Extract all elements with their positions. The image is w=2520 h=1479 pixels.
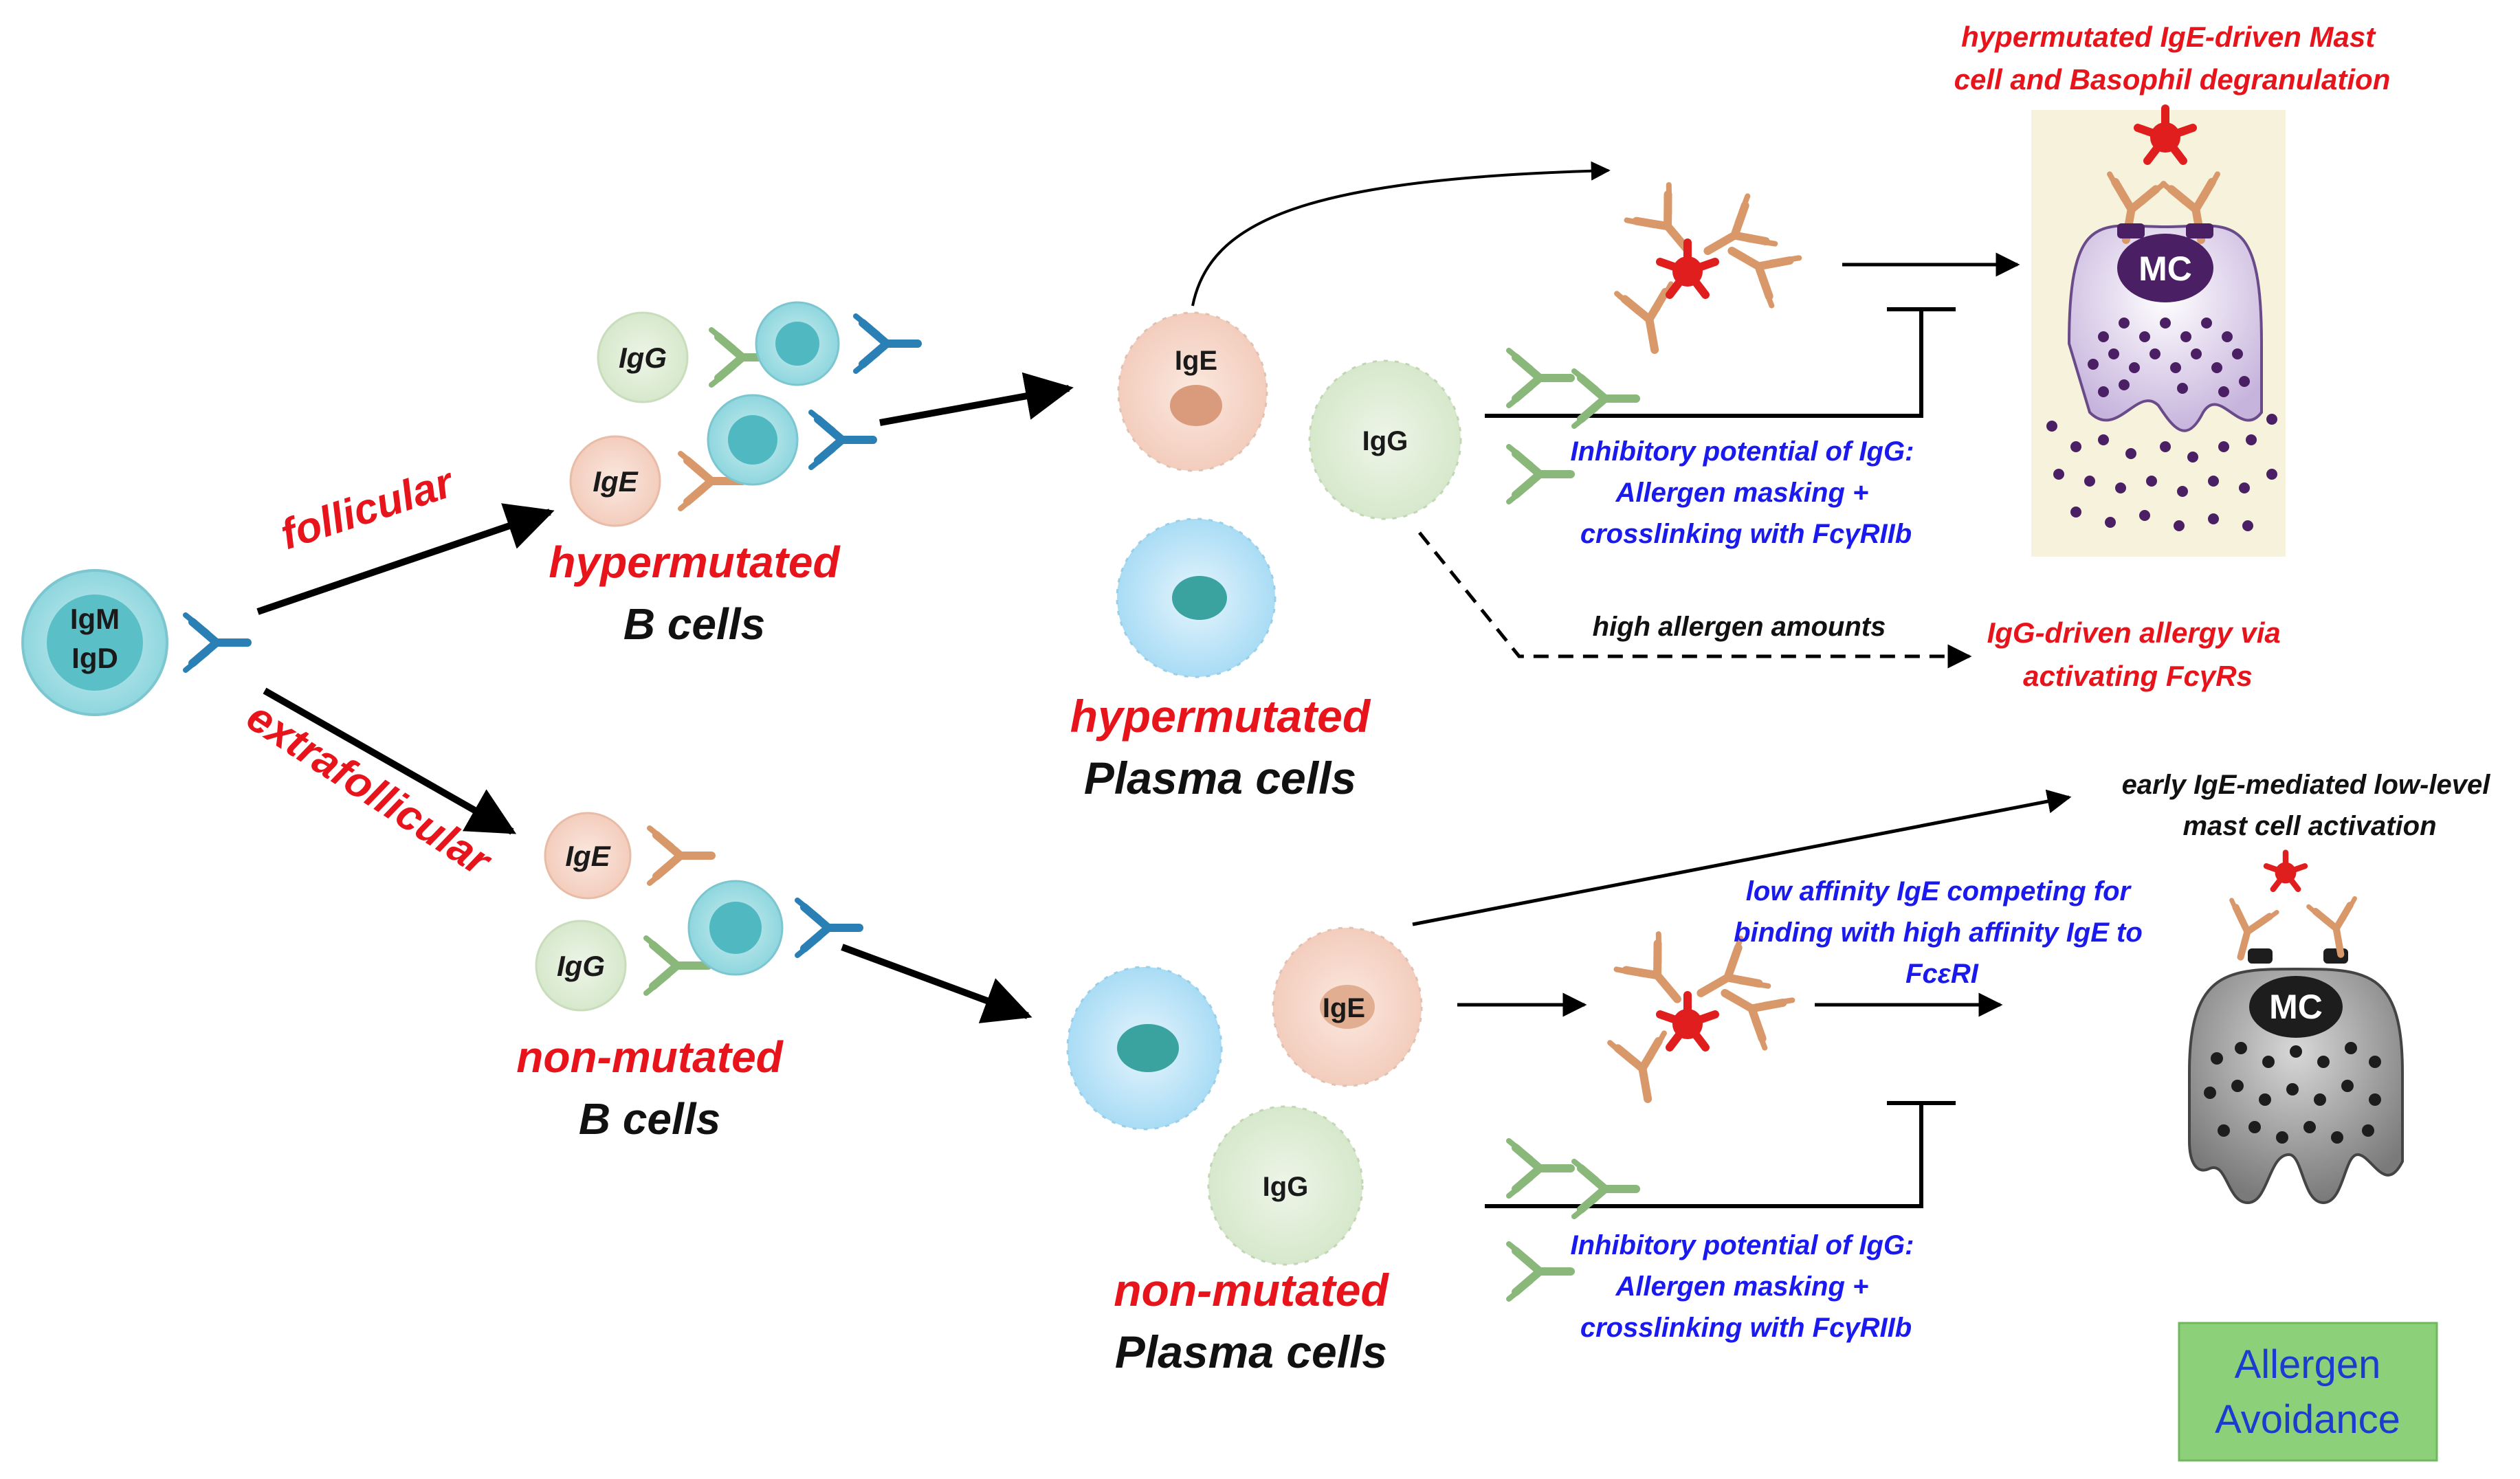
bcr-antibody-icon [856, 316, 918, 371]
bottom-bcell-to-plasma-arrow [841, 944, 1032, 1023]
non-mutated-plasma-cells: IgE IgG non-mutated Plasma cells [1066, 926, 1423, 1377]
ige-antibody-icon [650, 828, 711, 883]
bcr-antibody-icon [186, 615, 247, 670]
follicular-label: follicular [275, 458, 461, 559]
allergen-icon [1660, 995, 1715, 1047]
top-bcell-igg-label: IgG [619, 342, 667, 374]
naive-igd-label: IgD [71, 642, 118, 674]
bottom-mc-label: MC [2269, 988, 2323, 1026]
ige-antibody-icon [1627, 185, 1709, 267]
high-allergen-dashed-arrow [1418, 531, 1972, 669]
top-mast-cell-panel: MC [2031, 109, 2286, 557]
bottom-allergen-complex [1610, 934, 1792, 1104]
bottom-inhibitory-text: Inhibitory potential of IgG: Allergen ma… [1570, 1230, 1921, 1343]
top-plasma-igg-label: IgG [1362, 426, 1408, 456]
bottom-inhibition-line [1485, 1101, 1956, 1208]
top-allergen-complex [1617, 185, 1799, 355]
low-affinity-text: low affinity IgE competing for binding w… [1734, 876, 2150, 989]
top-plasma-name: Plasma cells [1084, 753, 1356, 803]
bottom-bcell-qualifier: non-mutated [516, 1032, 784, 1082]
top-mc-label: MC [2138, 249, 2192, 288]
top-bcell-ige-label: IgE [593, 465, 639, 498]
top-plasma-ige-label: IgE [1175, 346, 1217, 376]
extrafollicular-arrow [263, 687, 517, 835]
naive-igm-label: IgM [70, 603, 120, 635]
bottom-bcell-ige-label: IgE [565, 840, 611, 872]
bottom-plasma-name: Plasma cells [1115, 1326, 1387, 1377]
bottom-mast-cell: MC [2188, 853, 2404, 1205]
top-bcell-name: B cells [623, 599, 765, 649]
high-allergen-text: high allergen amounts [1593, 612, 1886, 642]
top-inhibitory-text: Inhibitory potential of IgG: Allergen ma… [1570, 436, 1921, 549]
avoidance-line1: Allergen [2235, 1342, 2381, 1387]
hypermutated-plasma-cells: IgE IgG hypermutated Plasma cells [1070, 311, 1462, 803]
igg-allergy-text: IgG-driven allergy via activating FcγRs [1987, 616, 2289, 692]
granules [2046, 318, 2277, 531]
mc-nucleus [2117, 234, 2213, 302]
allergen-avoidance-box: Allergen Avoidance [2178, 1322, 2438, 1462]
bcr-antibody-icon [811, 412, 873, 467]
non-mutated-b-cells: IgE IgG non-mutated B cells [516, 812, 859, 1144]
avoidance-line2: Avoidance [2215, 1397, 2400, 1442]
allergen-icon [2266, 853, 2305, 889]
bottom-plasma-qualifier: non-mutated [1114, 1265, 1389, 1315]
naive-b-cell: IgM IgD [21, 569, 247, 716]
top-inhibition-line [1485, 307, 1956, 418]
bottom-plasma-igg-label: IgG [1263, 1172, 1309, 1202]
ige-secretion-arrow [1191, 161, 1611, 307]
top-outcome-text: hypermutated IgE-driven Mast cell and Ba… [1954, 21, 2391, 96]
hypermutated-b-cells: IgG IgE hypermutated B cells [549, 301, 918, 649]
top-bcell-to-plasma-arrow [879, 372, 1074, 426]
early-activation-arrow [1412, 789, 2072, 926]
bottom-bcell-name: B cells [579, 1094, 720, 1144]
follicular-arrow [256, 503, 555, 615]
bottom-bcell-igg-label: IgG [557, 950, 605, 982]
granules [2204, 1042, 2381, 1144]
bottom-plasma-ige-label: IgE [1323, 993, 1365, 1023]
top-plasma-qualifier: hypermutated [1070, 691, 1371, 742]
extrafollicular-label: extrafollicular [239, 693, 500, 886]
top-bcell-qualifier: hypermutated [549, 537, 841, 587]
bottom-outcome-text: early IgE-mediated low-level mast cell a… [2122, 770, 2498, 841]
